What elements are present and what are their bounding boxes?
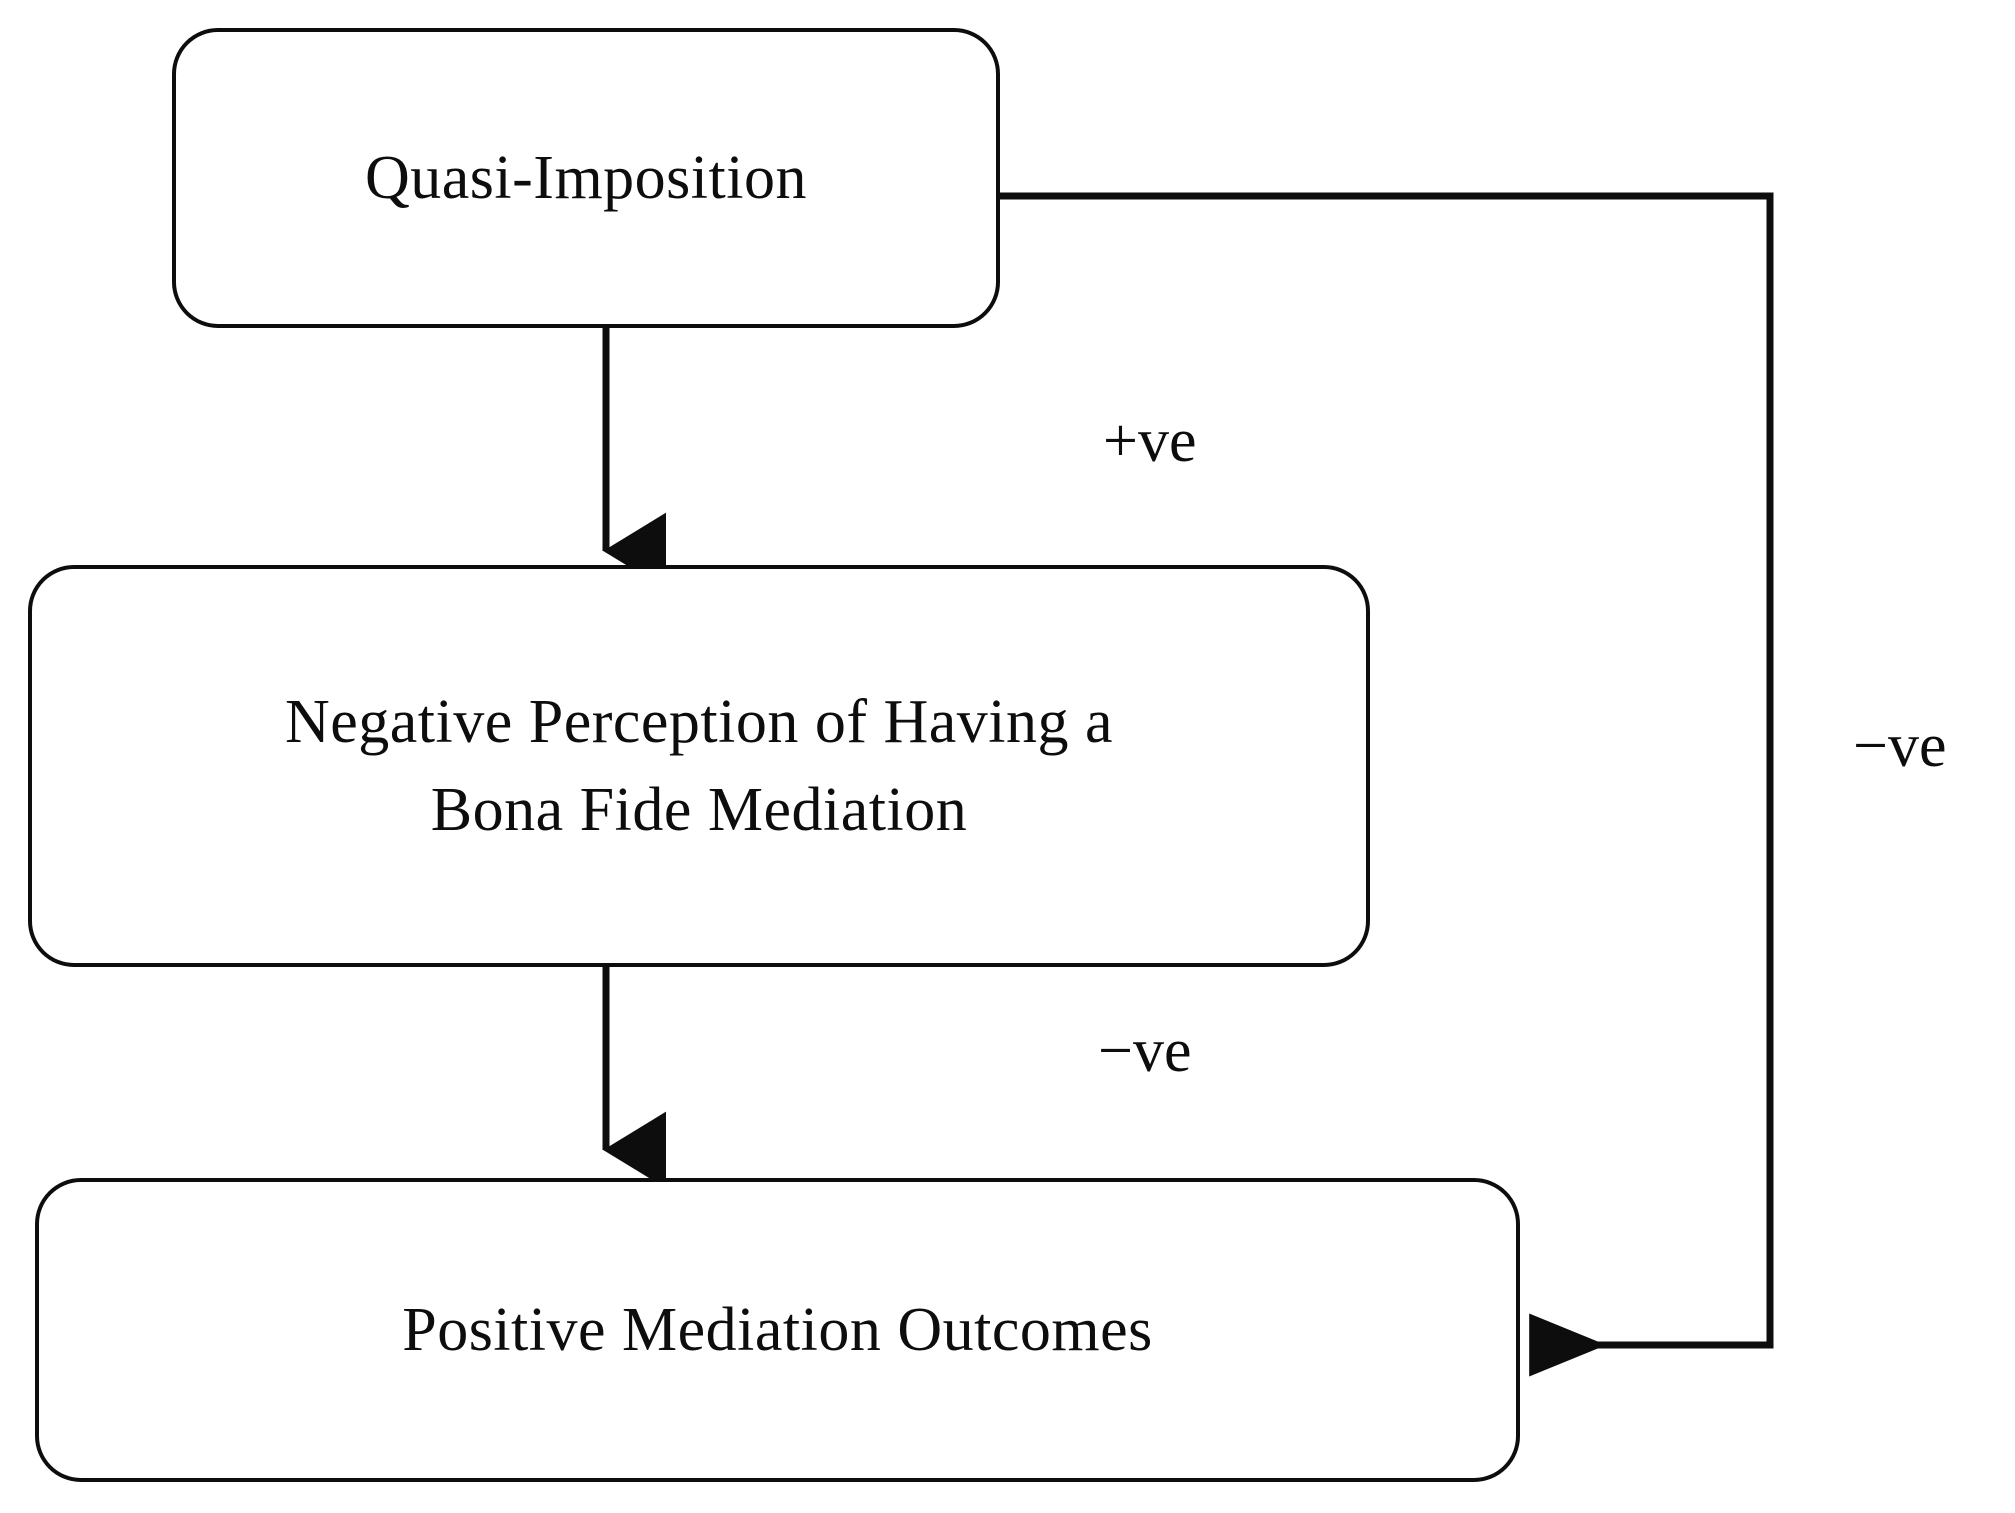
edge-label-positive-effect: +ve bbox=[1103, 407, 1197, 475]
node-label-quasi-imposition: Quasi-Imposition bbox=[365, 143, 807, 212]
edge-label-negative-effect: −ve bbox=[1098, 1017, 1192, 1085]
node-negative-perception[interactable]: Negative Perception of Having a Bona Fid… bbox=[28, 565, 1370, 967]
node-label-negative-perception: Negative Perception of Having a Bona Fid… bbox=[284, 687, 1114, 844]
node-quasi-imposition[interactable]: Quasi-Imposition bbox=[172, 28, 1000, 328]
node-positive-outcomes[interactable]: Positive Mediation Outcomes bbox=[35, 1178, 1520, 1482]
connector-quasi-to-outcomes bbox=[1000, 192, 1774, 1377]
node-label-positive-outcomes: Positive Mediation Outcomes bbox=[402, 1295, 1153, 1364]
edge-label-negative-feedback: −ve bbox=[1853, 712, 1947, 780]
